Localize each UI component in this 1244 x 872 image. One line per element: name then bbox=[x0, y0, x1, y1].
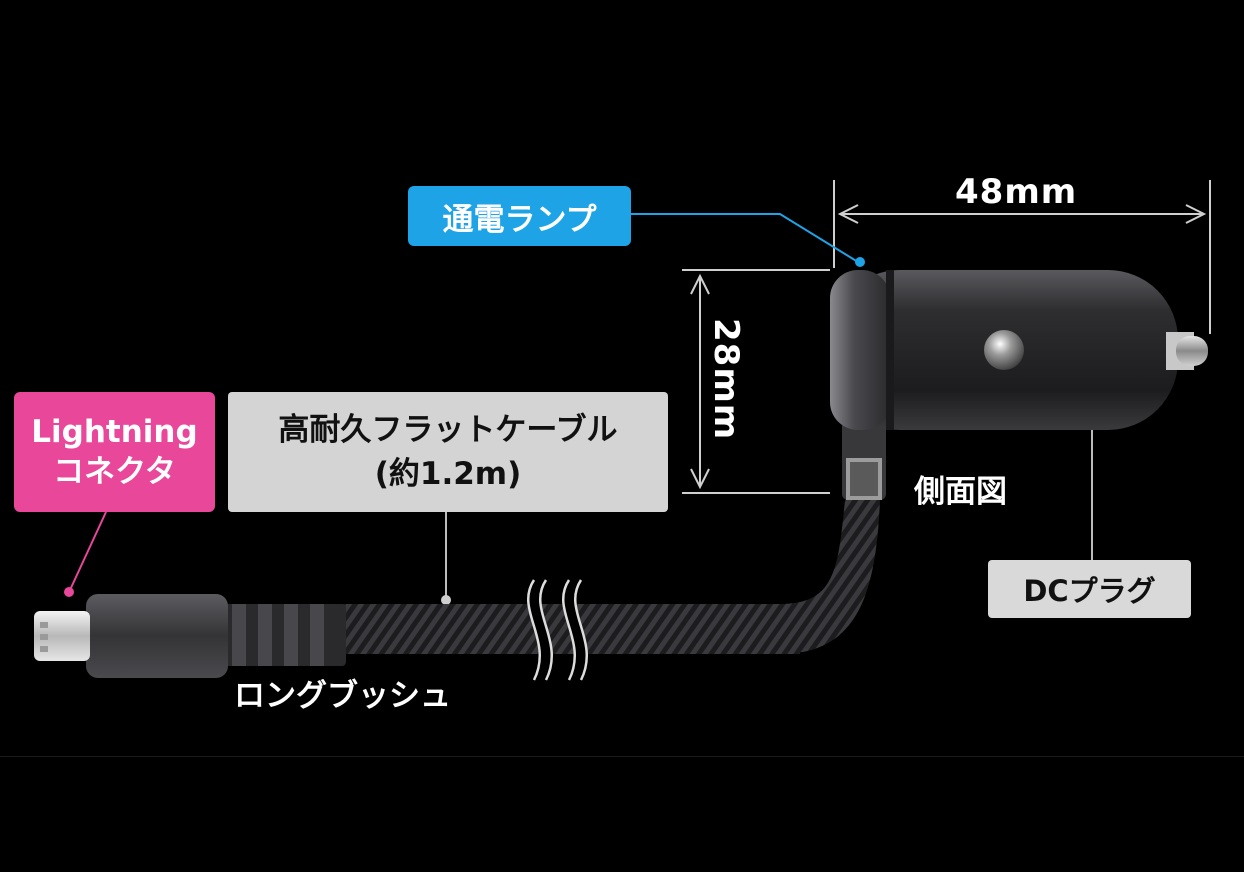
lightning-housing bbox=[86, 594, 228, 678]
height-dimension bbox=[682, 269, 830, 494]
charger-neck bbox=[842, 420, 886, 500]
width-dimension-label: 48mm bbox=[955, 172, 1078, 212]
charger-body bbox=[830, 270, 1178, 430]
leader-lines bbox=[64, 213, 1097, 605]
power-lamp-label: 通電ランプ bbox=[408, 186, 631, 246]
divider bbox=[0, 756, 1244, 757]
flat-cable-label: 高耐久フラットケーブル (約1.2m) bbox=[228, 392, 668, 512]
cable-break bbox=[527, 576, 588, 684]
dc-plug-label: DCプラグ bbox=[988, 560, 1191, 618]
lightning-plug bbox=[34, 611, 90, 661]
long-bush bbox=[222, 604, 346, 666]
cable-name-text: 高耐久フラットケーブル bbox=[278, 412, 618, 448]
cable-length-text: (約1.2m) bbox=[374, 456, 522, 492]
dc-plug-tip bbox=[1166, 332, 1208, 370]
power-lamp-text: 通電ランプ bbox=[442, 201, 597, 238]
lightning-connector-label: Lightning コネクタ bbox=[14, 392, 215, 512]
connector-text: コネクタ bbox=[53, 454, 176, 490]
width-dimension bbox=[833, 180, 1211, 334]
height-dimension-label: 28mm bbox=[706, 318, 746, 441]
side-view-label: 側面図 bbox=[914, 474, 1007, 510]
dc-plug-text: DCプラグ bbox=[1023, 574, 1156, 608]
cable-curve bbox=[780, 500, 880, 654]
lightning-text: Lightning bbox=[31, 414, 198, 450]
long-bush-label: ロングブッシュ bbox=[234, 678, 451, 714]
